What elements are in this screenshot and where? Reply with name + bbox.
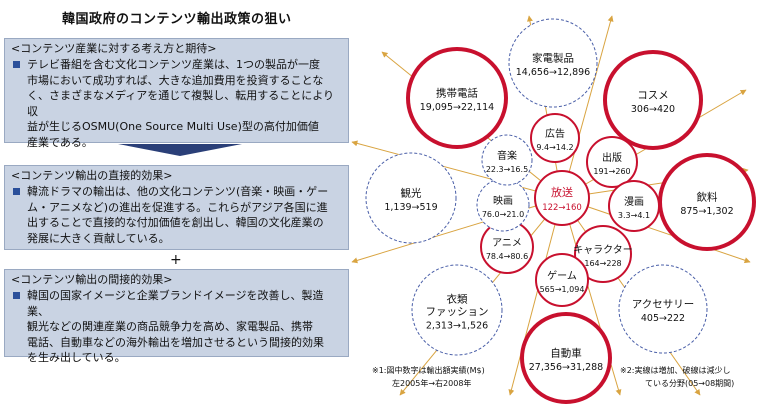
inner-node-value: 78.4→80.6 [486, 252, 528, 261]
panel-heading: <コンテンツ産業に対する考え方と期待> [11, 42, 217, 55]
outer-node-name: コスメ [637, 90, 669, 102]
node-circle [365, 152, 457, 244]
node-circle [520, 312, 612, 404]
outer-node-value: 306→420 [631, 104, 675, 115]
inner-node-name: 出版 [602, 151, 622, 164]
node-circle [586, 136, 638, 188]
node-circle [530, 113, 580, 163]
outer-node-value: 14,656→12,896 [516, 67, 590, 78]
outer-node-value: 2,313→1,526 [426, 320, 488, 331]
ripple-arrow [561, 197, 751, 264]
panel-text: 韓流ドラマの輸出は、他の文化コンテンツ(音楽・映画・ゲー ム・アニメなど)の進出… [27, 184, 328, 246]
inner-node-value: 191→260 [593, 167, 630, 176]
panel-line: 電話、自動車などの海外輸出を増加させるという間接的効果 [27, 335, 324, 349]
panel-text: テレビ番組を含む文化コンテンツ産業は、1つの製品が一度 市場において成功すれば、… [27, 57, 342, 150]
node-circle [481, 134, 533, 186]
panel-line: 観光などの関連産業の商品競争力を高め、家電製品、携帯 [27, 320, 313, 333]
panel-line: 産業である。 [27, 135, 93, 149]
panel-heading: <コンテンツ輸出の間接的効果> [11, 273, 173, 286]
inner-node-name: アニメ [492, 238, 522, 249]
down-arrow-icon [118, 144, 242, 156]
outer-node-value: 27,356→31,288 [529, 362, 603, 373]
center-node-value: 122→160 [542, 203, 582, 213]
ripple-arrow [561, 15, 614, 199]
outer-node-name: 家電製品 [532, 52, 574, 65]
node-circle [535, 253, 589, 307]
panel-line: く、さまざまなメディアを通じて複製し、転用することにより収 [27, 89, 335, 118]
panel-line: 韓流ドラマの輸出は、他の文化コンテンツ(音楽・映画・ゲー [27, 185, 329, 198]
outer-node-value: 405→222 [641, 313, 685, 324]
node-circle [508, 18, 598, 108]
center-node-circle [534, 170, 590, 226]
outer-node-name: 携帯電話 [436, 87, 478, 100]
inner-node-value: 76.0→21.0 [482, 210, 524, 219]
panel-line: 発展に大きく貢献している。 [27, 231, 170, 245]
inner-node-value: 164→228 [584, 259, 621, 268]
inner-node-name: 漫画 [624, 196, 644, 208]
inner-node-value: 9.4→14.2 [536, 143, 573, 152]
outer-node-name: 飲料 [697, 191, 718, 204]
node-circle [603, 50, 703, 150]
outer-node-name: 衣類 [447, 292, 468, 305]
panel-direct-effect: <コンテンツ輸出の直接的効果> 韓流ドラマの輸出は、他の文化コンテンツ(音楽・映… [4, 165, 349, 250]
outer-node-name: 自動車 [550, 347, 582, 360]
note-left-line: ※1:図中数字は輸出額実績(M$) [372, 365, 485, 375]
node-circle [574, 225, 632, 283]
panel-indirect-effect: <コンテンツ輸出の間接的効果> 韓国の国家イメージと企業ブランドイメージを改善し… [4, 269, 349, 364]
outer-node-name: アクセサリー [632, 299, 694, 311]
panel-line: テレビ番組を含む文化コンテンツ産業は、1つの製品が一度 [27, 58, 320, 71]
node-circle [658, 153, 756, 251]
panel-line: 市場において成功すれば、大きな追加費用を投資することな [27, 73, 324, 87]
inner-node-value: 565→1,094 [540, 285, 585, 294]
inner-node-name: キャラクター [573, 244, 633, 256]
outer-node-name: ファッション [426, 306, 489, 318]
panel-line: 韓国の国家イメージと企業ブランドイメージを改善し、製造業、 [27, 289, 324, 318]
plus-sign: + [170, 252, 182, 268]
bullet-icon [13, 61, 20, 68]
inner-node-name: 音楽 [497, 149, 517, 162]
outer-node-name: 観光 [401, 187, 422, 200]
note-left-line: 左2005年→右2008年 [392, 378, 471, 388]
center-node-name: 放送 [551, 185, 573, 199]
panel-heading: <コンテンツ輸出の直接的効果> [11, 169, 173, 182]
node-circle [406, 47, 508, 149]
bullet-icon [13, 292, 20, 299]
bullet-icon [13, 188, 20, 195]
outer-node-value: 875→1,302 [680, 206, 733, 217]
outer-node-value: 1,139→519 [384, 202, 437, 213]
panel-line: ム・アニメなど)の進出を促進する。これらがアジア各国に進 [27, 200, 328, 214]
panel-line: を生み出している。 [27, 351, 126, 364]
note-right-line: ている分野(05→08期間) [645, 379, 734, 388]
node-circle [608, 180, 660, 232]
panel-line: 出することで直接的な付加価値を創出し、韓国の文化産業の [27, 216, 324, 229]
inner-node-name: 映画 [493, 195, 513, 207]
outer-node-value: 19,095→22,114 [420, 102, 494, 113]
ripple-arrow [508, 197, 563, 396]
inner-node-value: 3.3→4.1 [618, 211, 650, 220]
inner-node-value: 22.3→16.5 [486, 165, 528, 174]
note-right-line: ※2:実線は増加、破線は減少し [620, 365, 731, 375]
node-circle [618, 264, 708, 354]
panel-concept: <コンテンツ産業に対する考え方と期待> テレビ番組を含む文化コンテンツ産業は、1… [4, 38, 349, 149]
page-title: 韓国政府のコンテンツ輸出政策の狙い [62, 12, 292, 27]
ripple-arrow [351, 140, 563, 199]
node-circle [411, 264, 503, 356]
panel-line: 益が生じるOSMU(One Source Multi Use)型の高付加価値 [27, 120, 319, 133]
panel-text: 韓国の国家イメージと企業ブランドイメージを改善し、製造業、 観光などの関連産業の… [27, 288, 342, 366]
inner-node-name: ゲーム [547, 270, 577, 282]
inner-node-name: 広告 [545, 127, 565, 140]
